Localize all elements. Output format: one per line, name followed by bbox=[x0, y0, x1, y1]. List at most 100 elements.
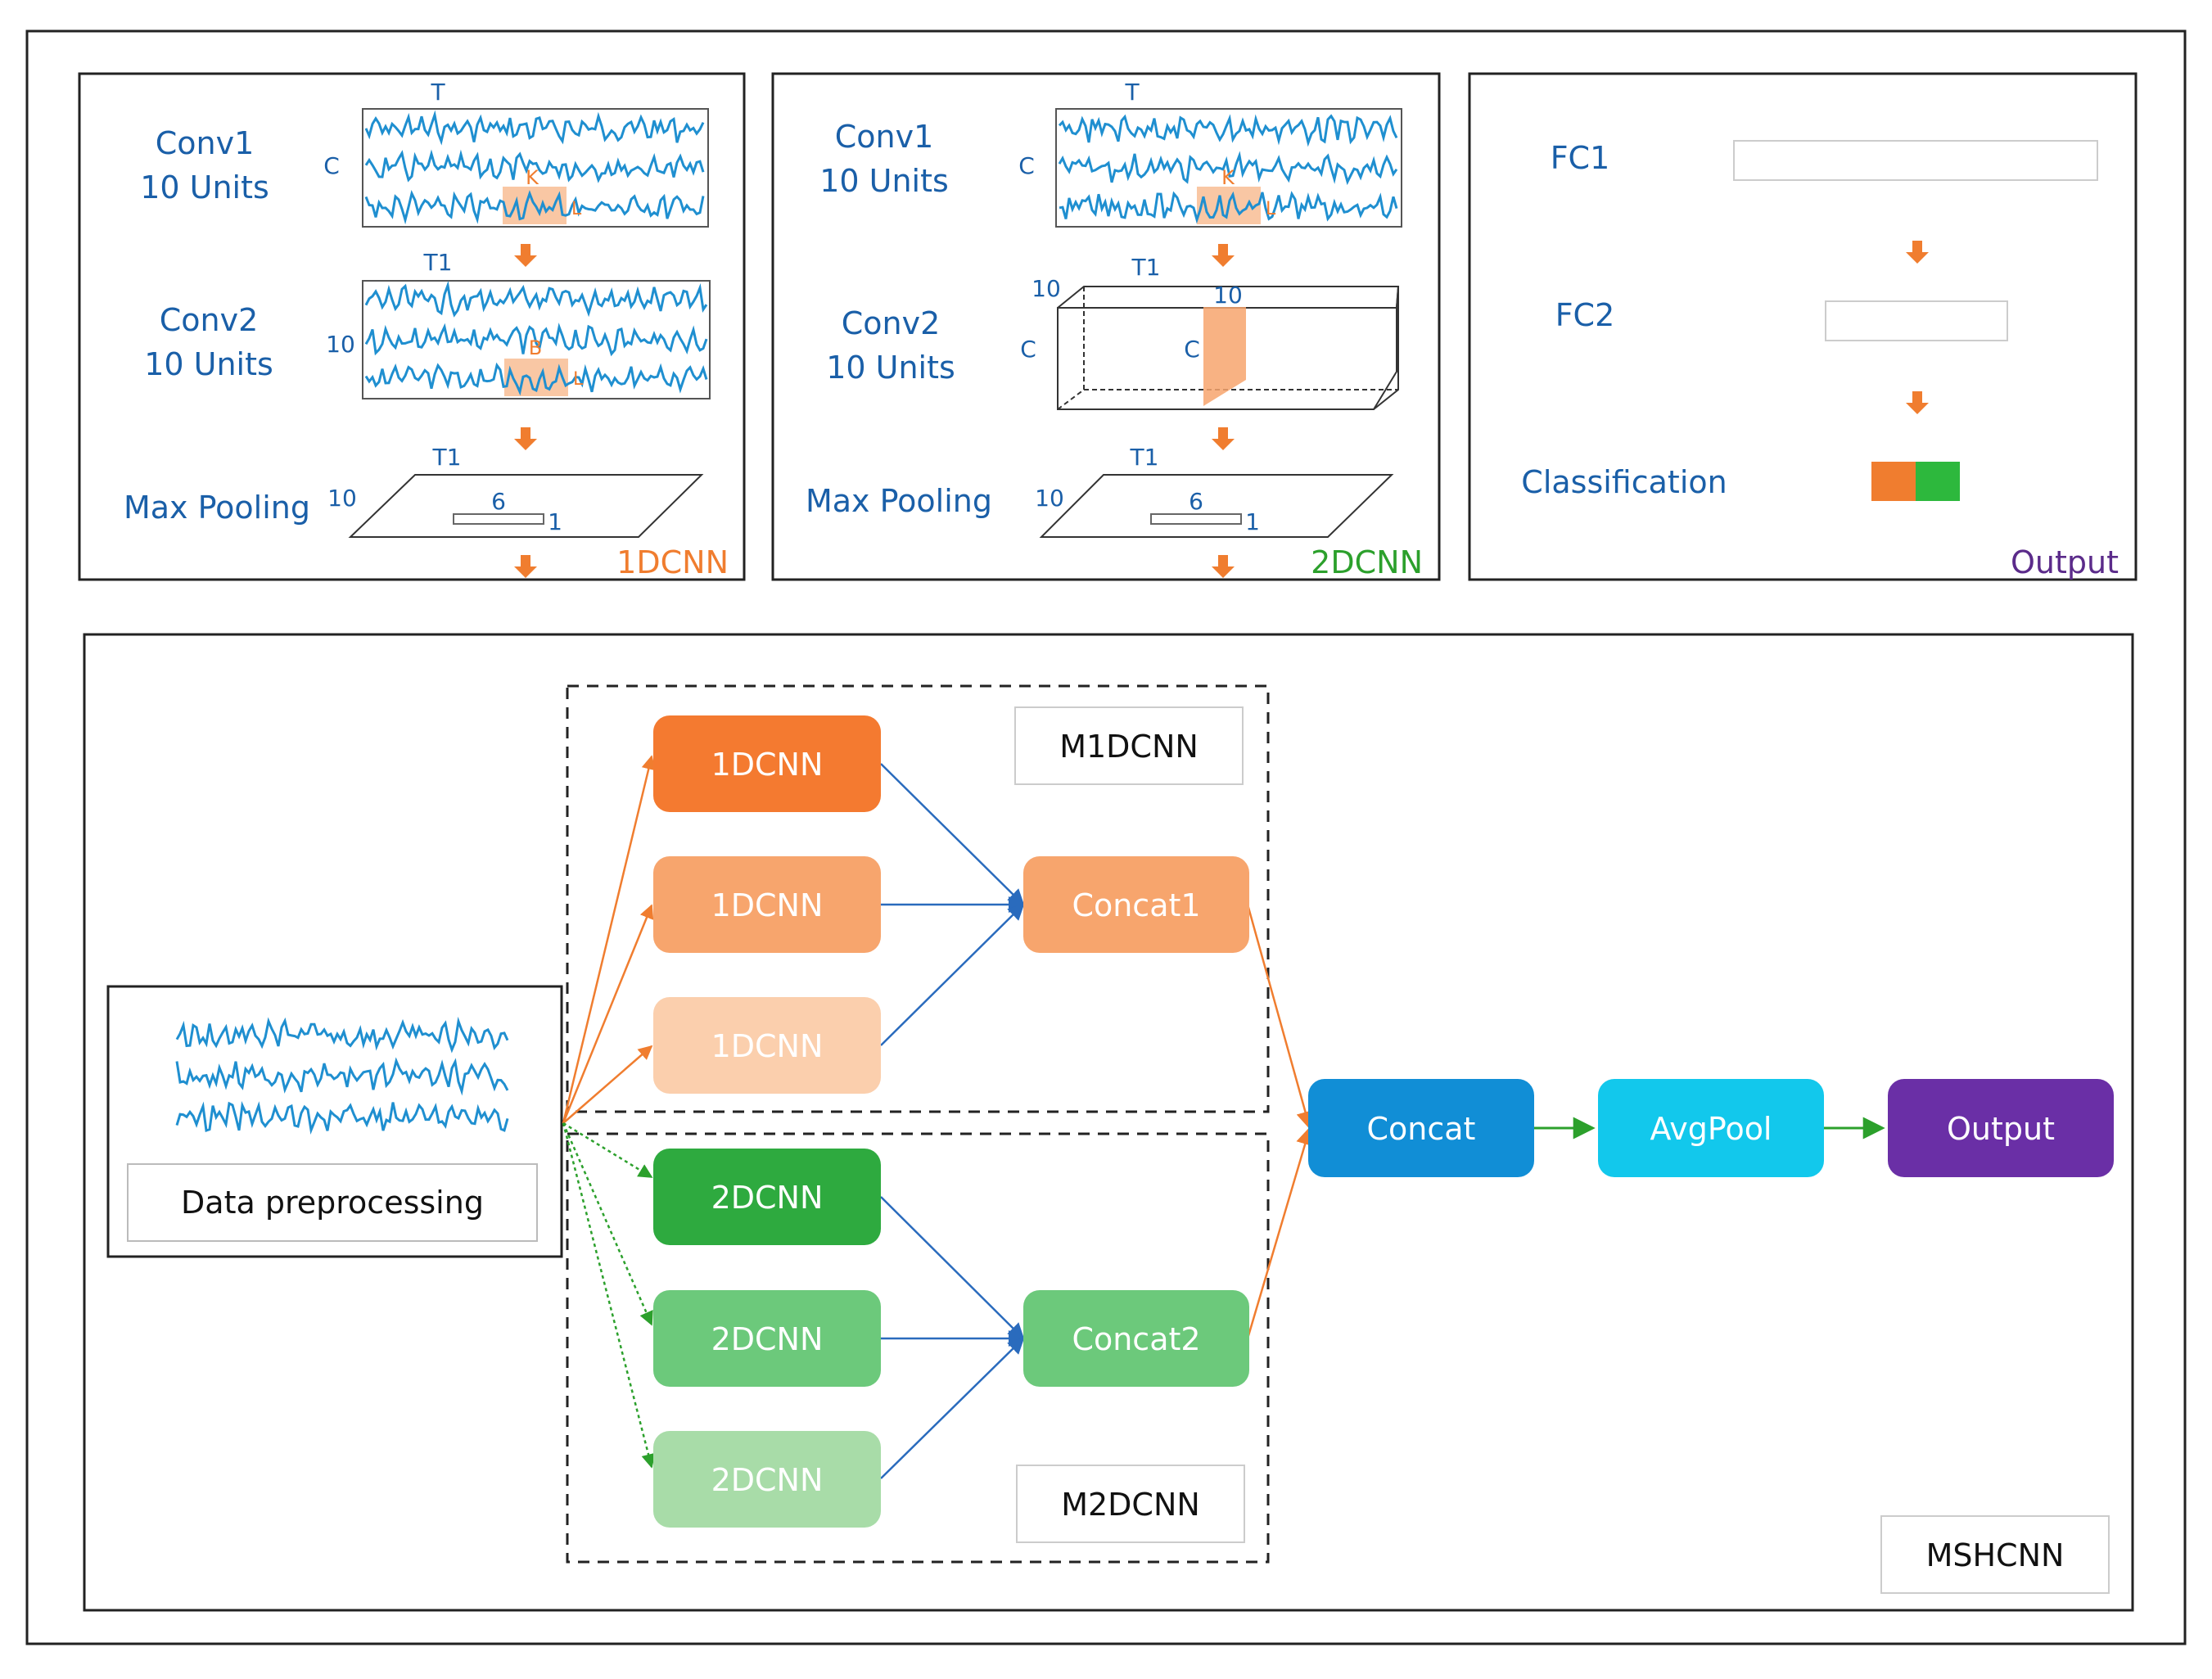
conv1-t-label: T bbox=[1124, 79, 1140, 106]
edges-to-concat1 bbox=[880, 763, 1025, 1046]
block-2dcnn-3-label: 2DCNN bbox=[711, 1462, 824, 1498]
conv1-label-line1: Conv1 bbox=[156, 125, 255, 161]
arrow-down-1 bbox=[514, 244, 537, 267]
fc-arrow-2 bbox=[1906, 391, 1929, 414]
panel-1dcnn: Conv1 10 Units T C K L Conv2 10 Units T1… bbox=[78, 72, 746, 581]
fc1-label: FC1 bbox=[1551, 140, 1610, 176]
conv1-waves bbox=[364, 110, 705, 225]
m2dcnn-label-box bbox=[1016, 1465, 1245, 1543]
block-2dcnn-2 bbox=[653, 1290, 881, 1387]
conv2-label-line1: Conv2 bbox=[160, 302, 259, 338]
conv2-c-label: C bbox=[1020, 336, 1036, 363]
conv2-inner-depth: 10 bbox=[1213, 282, 1243, 309]
conv2-waves bbox=[364, 280, 708, 396]
block-2dcnn-3 bbox=[653, 1431, 881, 1528]
edges-to-concat bbox=[1246, 904, 1315, 1339]
mshcnn-label: MSHCNN bbox=[1926, 1537, 2065, 1573]
panel-output: FC1 FC2 Classification Output bbox=[1468, 72, 2138, 581]
fc2-box bbox=[1825, 300, 2008, 341]
outer-frame bbox=[25, 29, 2187, 1645]
conv1-k-label: K bbox=[526, 166, 539, 189]
pool-window bbox=[1150, 513, 1242, 525]
conv2-signal-box bbox=[362, 280, 711, 399]
conv1-signal-box bbox=[362, 108, 709, 228]
waveform-line bbox=[1058, 114, 1398, 147]
waveform-line bbox=[364, 110, 705, 146]
conv2-depth-label: 10 bbox=[1032, 275, 1061, 302]
waveform-line bbox=[364, 323, 708, 357]
block-2dcnn-2-label: 2DCNN bbox=[711, 1321, 824, 1357]
conv1-label-line2: 10 Units bbox=[819, 163, 949, 199]
mshcnn-label-box bbox=[1880, 1515, 2110, 1594]
panel-output-title: Output bbox=[2011, 544, 2119, 580]
conv1-t-label: T bbox=[430, 79, 445, 106]
waveform-line bbox=[175, 1016, 509, 1054]
pool-h-label: 1 bbox=[1245, 508, 1260, 535]
block-concat-label: Concat bbox=[1367, 1111, 1476, 1147]
m2dcnn-group bbox=[566, 1132, 1270, 1564]
conv2-t-label: T1 bbox=[423, 249, 453, 276]
arrow-down-2 bbox=[514, 427, 537, 450]
arrow-down-3 bbox=[1212, 555, 1235, 578]
panel-2dcnn: Conv1 10 Units T C K L Conv2 10 Units T1… bbox=[771, 72, 1441, 581]
class-swatch-green bbox=[1916, 462, 1960, 501]
pool-label: Max Pooling bbox=[124, 490, 310, 526]
conv2-label-line2: 10 Units bbox=[826, 350, 955, 386]
arrow-down-1 bbox=[1212, 244, 1235, 267]
edges-input-to-2dcnn bbox=[562, 1122, 656, 1469]
block-1dcnn-3-label: 1DCNN bbox=[711, 1028, 824, 1064]
arrow-down-2 bbox=[1212, 427, 1235, 450]
pool-t-label: T1 bbox=[1130, 444, 1159, 471]
pool-plane bbox=[348, 474, 704, 538]
block-1dcnn-2 bbox=[653, 856, 881, 953]
block-1dcnn-1 bbox=[653, 715, 881, 812]
conv2-label-line2: 10 Units bbox=[144, 346, 273, 382]
block-1dcnn-1-label: 1DCNN bbox=[711, 747, 824, 783]
conv1-label-line1: Conv1 bbox=[835, 119, 934, 155]
fc1-box bbox=[1733, 140, 2098, 181]
input-label-box bbox=[127, 1163, 538, 1242]
conv2-kernel-slice bbox=[1203, 307, 1246, 406]
waveform-line bbox=[364, 280, 708, 318]
fc2-label: FC2 bbox=[1555, 297, 1615, 333]
block-concat2-label: Concat2 bbox=[1072, 1321, 1200, 1357]
pool-label: Max Pooling bbox=[806, 483, 992, 519]
waveform-line bbox=[364, 149, 705, 183]
panel-2dcnn-title: 2DCNN bbox=[1311, 544, 1423, 580]
conv2-c-label: 10 bbox=[326, 331, 355, 358]
block-avgpool bbox=[1598, 1079, 1824, 1177]
m1dcnn-label-box bbox=[1014, 706, 1244, 785]
class-swatch-orange bbox=[1871, 462, 1916, 501]
conv1-c-label: C bbox=[1018, 152, 1035, 179]
waveform-line bbox=[364, 362, 708, 396]
arrow-down-3 bbox=[514, 555, 537, 578]
waveform-line bbox=[1058, 151, 1398, 186]
block-1dcnn-3 bbox=[653, 997, 881, 1094]
conv1-k-label: K bbox=[1221, 166, 1235, 189]
pool-plane bbox=[1039, 474, 1394, 538]
block-2dcnn-1 bbox=[653, 1149, 881, 1245]
conv1-waves bbox=[1058, 114, 1398, 224]
panel-pipeline: Data preprocessing M1DCNN M2DCNN MSHCNN bbox=[83, 633, 2134, 1612]
pool-c-label: 10 bbox=[1035, 485, 1064, 512]
pool-w-label: 6 bbox=[491, 488, 506, 515]
m1dcnn-group bbox=[566, 684, 1270, 1113]
conv1-l-label: L bbox=[1266, 199, 1276, 219]
conv1-l-label: L bbox=[571, 199, 582, 219]
input-waves bbox=[175, 1016, 509, 1135]
conv2-cube bbox=[1057, 286, 1400, 410]
fc-arrow-1 bbox=[1906, 241, 1929, 264]
block-concat1-label: Concat1 bbox=[1072, 887, 1200, 923]
conv2-label-line1: Conv2 bbox=[842, 305, 941, 341]
input-label: Data preprocessing bbox=[181, 1185, 484, 1221]
block-concat2 bbox=[1023, 1290, 1249, 1387]
conv2-t-label: T1 bbox=[1131, 254, 1161, 281]
block-output bbox=[1888, 1079, 2114, 1177]
conv2-l-label: L bbox=[573, 369, 584, 390]
block-avgpool-label: AvgPool bbox=[1650, 1111, 1772, 1147]
edges-to-concat2 bbox=[880, 1196, 1025, 1479]
edges-input-to-1dcnn bbox=[562, 755, 656, 1124]
waveform-line bbox=[175, 1057, 509, 1096]
conv2-inner-c: C bbox=[1184, 336, 1200, 363]
